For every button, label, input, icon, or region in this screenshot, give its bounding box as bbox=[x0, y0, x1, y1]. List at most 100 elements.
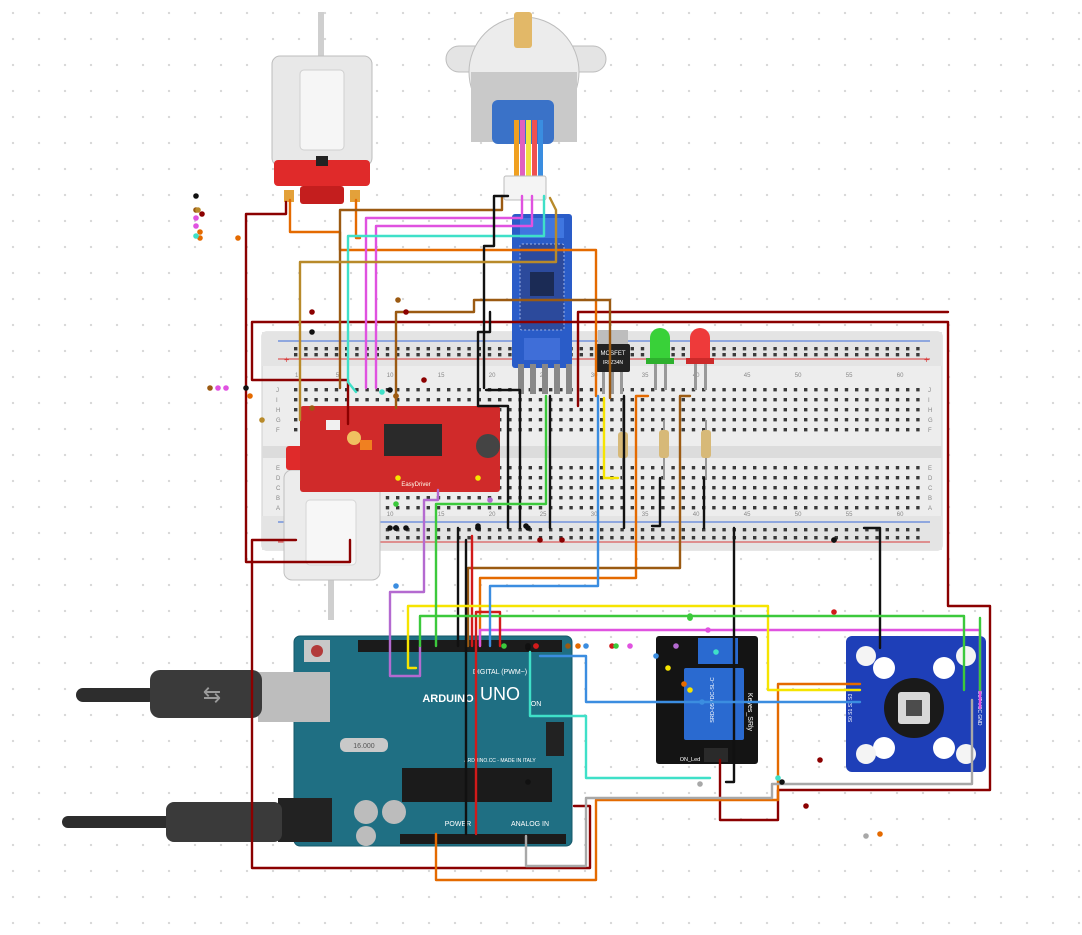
breadboard-hole bbox=[467, 496, 471, 500]
breadboard-hole bbox=[304, 347, 308, 351]
breadboard-hole bbox=[763, 428, 767, 432]
made-in-label: ARDUINO.CC - MADE IN ITALY bbox=[464, 758, 536, 764]
breadboard-hole bbox=[589, 418, 594, 422]
breadboard-hole bbox=[600, 418, 604, 422]
breadboard-hole bbox=[844, 398, 849, 402]
breadboard-hole bbox=[600, 476, 604, 480]
row-letter: D bbox=[928, 476, 933, 482]
breadboard-hole bbox=[600, 398, 604, 402]
wire-black-8 bbox=[862, 526, 882, 650]
breadboard-hole bbox=[630, 347, 634, 351]
breadboard-hole bbox=[640, 428, 645, 432]
breadboard-hole bbox=[416, 536, 420, 540]
breadboard-hole bbox=[722, 428, 726, 432]
breadboard-hole bbox=[294, 418, 298, 422]
breadboard-hole bbox=[518, 536, 522, 540]
breadboard-hole bbox=[498, 496, 502, 500]
breadboard-hole bbox=[855, 398, 859, 402]
breadboard-hole bbox=[804, 408, 808, 412]
breadboard-hole bbox=[549, 528, 553, 532]
breadboard-hole bbox=[773, 486, 777, 490]
breadboard-hole bbox=[793, 418, 798, 422]
wire-end bbox=[687, 687, 693, 693]
breadboard-hole bbox=[895, 476, 900, 480]
breadboard-hole bbox=[579, 496, 583, 500]
breadboard-hole bbox=[569, 398, 573, 402]
row-letter: I bbox=[276, 398, 278, 404]
breadboard-hole bbox=[702, 466, 706, 470]
row-letter: E bbox=[276, 466, 280, 472]
breadboard-hole bbox=[804, 353, 808, 357]
column-number: 25 bbox=[540, 512, 547, 518]
breadboard-hole bbox=[793, 466, 798, 470]
breadboard-hole bbox=[600, 506, 604, 510]
breadboard-hole bbox=[763, 388, 767, 392]
breadboard-hole bbox=[763, 398, 767, 402]
wire-end bbox=[193, 233, 199, 239]
breadboard-hole bbox=[712, 528, 716, 532]
breadboard-hole bbox=[538, 496, 543, 500]
breadboard-hole bbox=[722, 528, 726, 532]
wires bbox=[244, 194, 992, 882]
breadboard-hole bbox=[712, 486, 716, 490]
breadboard-hole bbox=[528, 528, 532, 532]
breadboard-hole bbox=[906, 466, 910, 470]
breadboard-hole bbox=[702, 536, 706, 540]
wire-end bbox=[501, 643, 507, 649]
breadboard-hole bbox=[824, 428, 828, 432]
breadboard-hole bbox=[773, 398, 777, 402]
breadboard-hole bbox=[834, 486, 838, 490]
crystal-label: 16.000 bbox=[353, 743, 375, 750]
wire-blue-1 bbox=[488, 394, 600, 648]
row-letter: D bbox=[276, 476, 281, 482]
breadboard-hole bbox=[661, 506, 665, 510]
breadboard-hole bbox=[630, 506, 634, 510]
breadboard-hole bbox=[436, 388, 441, 392]
breadboard-hole bbox=[885, 466, 889, 470]
breadboard-hole bbox=[304, 398, 308, 402]
breadboard-hole bbox=[834, 536, 838, 540]
wire-end bbox=[687, 615, 693, 621]
breadboard-hole bbox=[477, 506, 481, 510]
wire-end bbox=[395, 475, 401, 481]
arduino-brand: ARDUINO bbox=[422, 693, 474, 705]
breadboard-hole bbox=[528, 506, 532, 510]
breadboard-hole bbox=[732, 388, 736, 392]
breadboard-hole bbox=[600, 536, 604, 540]
breadboard-hole bbox=[753, 428, 757, 432]
breadboard-hole bbox=[702, 418, 706, 422]
breadboard-hole bbox=[824, 418, 828, 422]
breadboard-hole bbox=[406, 347, 410, 351]
breadboard-hole bbox=[691, 496, 696, 500]
wire-orange-led bbox=[478, 394, 650, 648]
breadboard-hole bbox=[753, 418, 757, 422]
breadboard-hole bbox=[834, 353, 838, 357]
breadboard-hole bbox=[763, 408, 767, 412]
breadboard-hole bbox=[824, 347, 828, 351]
breadboard-hole bbox=[783, 486, 787, 490]
breadboard-hole bbox=[722, 347, 726, 351]
breadboard-hole bbox=[589, 486, 594, 490]
wire-end bbox=[387, 387, 393, 393]
breadboard-hole bbox=[508, 506, 512, 510]
breadboard-hole bbox=[722, 496, 726, 500]
column-number: 45 bbox=[744, 512, 751, 518]
row-letter: F bbox=[276, 428, 280, 434]
breadboard-hole bbox=[620, 486, 624, 490]
breadboard-hole bbox=[773, 506, 777, 510]
breadboard-hole bbox=[773, 536, 777, 540]
breadboard-hole bbox=[875, 536, 879, 540]
column-number: 60 bbox=[897, 373, 904, 379]
wire-end bbox=[817, 757, 823, 763]
breadboard-hole bbox=[773, 528, 777, 532]
breadboard-hole bbox=[804, 347, 808, 351]
breadboard-hole bbox=[814, 408, 818, 412]
breadboard-hole bbox=[385, 496, 390, 500]
breadboard-hole bbox=[579, 398, 583, 402]
wire-end bbox=[583, 643, 589, 649]
breadboard-hole bbox=[916, 398, 920, 402]
breadboard-hole bbox=[793, 347, 798, 351]
breadboard-hole bbox=[742, 466, 747, 470]
breadboard-hole bbox=[742, 536, 747, 540]
breadboard-hole bbox=[457, 398, 461, 402]
